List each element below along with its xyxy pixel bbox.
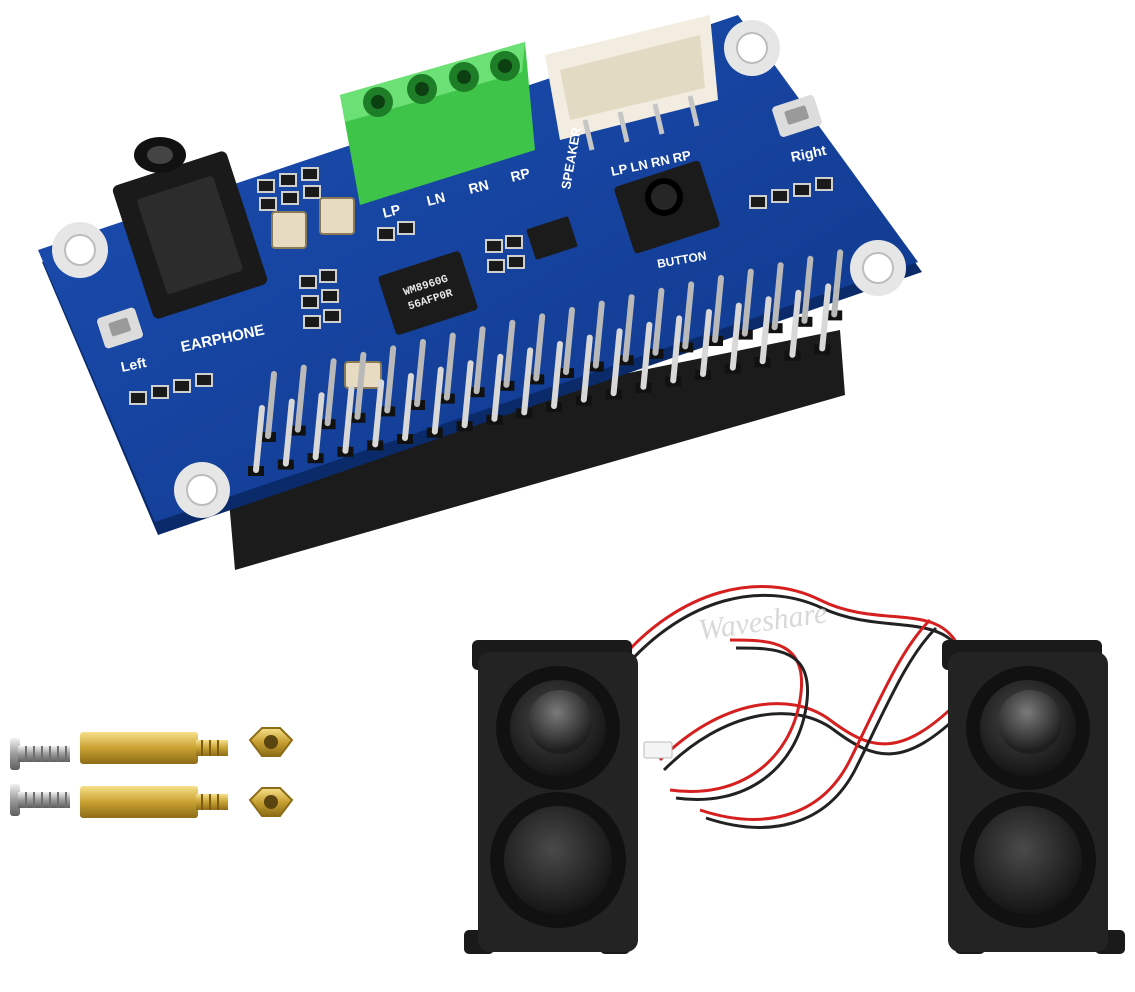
gpio-pin xyxy=(741,268,754,337)
audio-hat-board: WM8960G 56AFP0R xyxy=(38,15,922,570)
small-ic xyxy=(526,216,578,260)
right-microphone xyxy=(772,95,822,137)
pcb xyxy=(38,15,918,522)
gpio-pin xyxy=(640,321,653,390)
label-left: Left xyxy=(119,354,148,375)
gpio-pin xyxy=(372,379,385,448)
gpio-pin xyxy=(580,334,593,403)
right-speaker xyxy=(942,640,1125,954)
gpio-pin xyxy=(729,302,742,371)
gpio-pin xyxy=(759,296,772,365)
brass-standoff xyxy=(80,786,228,818)
gpio-pin xyxy=(265,371,277,439)
gpio-pin xyxy=(533,313,546,382)
brass-standoff xyxy=(80,732,228,764)
smd-components xyxy=(129,167,833,405)
screw xyxy=(10,738,70,770)
gpio-pin xyxy=(622,294,635,363)
gpio-pin xyxy=(473,326,486,395)
gpio-pin xyxy=(819,283,832,352)
gpio-pin xyxy=(771,262,784,331)
speaker-terminal-block xyxy=(340,42,535,205)
gpio-pin xyxy=(503,319,516,388)
gpio-pin xyxy=(402,373,414,441)
gpio-pin xyxy=(712,275,724,343)
gpio-pin xyxy=(700,309,712,377)
gpio-pin xyxy=(431,366,444,435)
push-button xyxy=(614,160,720,254)
speaker-cables xyxy=(618,585,966,829)
gpio-pin xyxy=(294,364,307,433)
nut xyxy=(248,787,294,817)
speaker-connector xyxy=(545,15,718,151)
gpio-pin xyxy=(414,339,426,407)
gpio-pin xyxy=(521,347,534,416)
gpio-pin xyxy=(801,255,814,324)
left-microphone xyxy=(97,307,143,349)
gpio-pin xyxy=(324,358,337,427)
gpio-pin xyxy=(491,353,504,422)
label-terminal-rn: RN xyxy=(467,176,491,196)
gpio-pin xyxy=(610,328,623,397)
gpio-pin xyxy=(789,289,802,358)
label-terminal-lp: LP xyxy=(381,201,402,221)
gpio-pins xyxy=(248,249,844,476)
label-terminal-ln: LN xyxy=(425,189,447,209)
gpio-pin xyxy=(312,392,325,461)
earphone-jack xyxy=(112,137,268,319)
label-right: Right xyxy=(789,142,828,165)
label-terminal-rp: RP xyxy=(509,165,532,185)
gpio-pin xyxy=(652,287,665,356)
gpio-pin xyxy=(354,351,367,420)
gpio-pin xyxy=(670,315,683,384)
gpio-pin xyxy=(682,281,695,350)
cable-plug xyxy=(643,741,673,759)
gpio-pin xyxy=(384,345,397,414)
gpio-pin xyxy=(253,405,265,473)
left-speaker xyxy=(464,640,638,954)
gpio-pin xyxy=(282,398,295,467)
gpio-pin xyxy=(551,341,563,409)
gpio-pin xyxy=(342,385,355,454)
gpio-pin xyxy=(461,360,474,429)
mounting-hole xyxy=(52,222,108,278)
female-header xyxy=(225,330,845,570)
gpio-pin xyxy=(592,300,605,369)
mounting-hardware xyxy=(10,727,294,818)
mounting-hole xyxy=(174,462,230,518)
nut xyxy=(248,727,294,757)
gpio-pin xyxy=(443,332,456,401)
mounting-hole xyxy=(724,20,780,76)
codec-chip: WM8960G 56AFP0R xyxy=(378,251,478,335)
screw xyxy=(10,784,70,816)
gpio-pin xyxy=(831,249,844,318)
mounting-hole xyxy=(850,240,906,296)
gpio-pin xyxy=(563,307,575,375)
